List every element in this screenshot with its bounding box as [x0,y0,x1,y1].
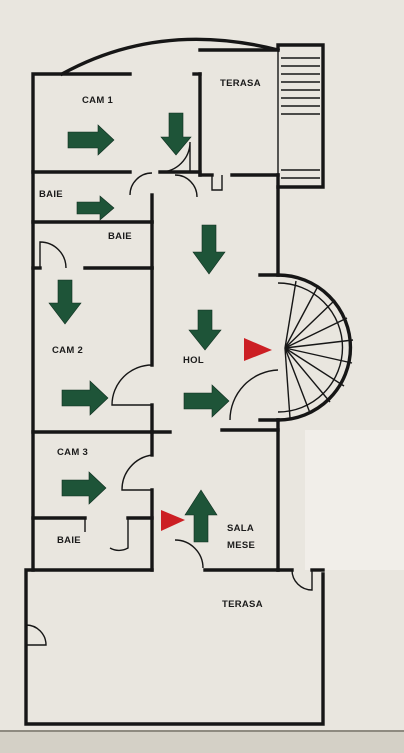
arrow-down-icon [48,279,82,325]
room-label-mese: MESE [227,540,255,551]
room-label-terasa-bottom: TERASA [222,599,263,610]
interior-walls [31,170,280,572]
evacuation-arrows [48,112,230,543]
arrow-down-icon [188,309,222,351]
room-label-cam1: CAM 1 [82,95,113,106]
you-are-here-marker-icon [244,338,272,361]
spiral-staircase [276,273,354,422]
room-label-cam2: CAM 2 [52,345,83,356]
position-markers [161,338,272,531]
outer-walls [24,72,325,726]
arrow-down-icon [192,224,226,275]
top-curved-wall [59,37,281,77]
room-label-sala: SALA [227,523,254,534]
arrow-right-icon [76,195,115,221]
room-label-baie-bottom: BAIE [57,535,81,546]
room-label-cam3: CAM 3 [57,447,88,458]
arrow-down-icon [160,112,192,156]
arrow-right-icon [61,471,107,505]
room-label-hol: HOL [183,355,204,366]
room-label-baie-mid: BAIE [108,231,132,242]
room-labels: CAM 1 TERASA BAIE BAIE CAM 2 HOL CAM 3 B… [39,78,263,610]
arrow-right-icon [67,124,115,156]
you-are-here-marker-icon [161,510,185,531]
arrow-right-icon [183,384,230,418]
terasa-top-structure [198,43,325,189]
room-label-baie-top: BAIE [39,189,63,200]
arrow-up-icon [184,489,218,543]
door-swings [25,141,313,646]
straight-staircase [281,57,320,179]
room-label-terasa-top: TERASA [220,78,261,89]
frame-bottom [0,732,404,753]
arrow-right-icon [61,380,109,416]
glare-patch [305,430,404,570]
